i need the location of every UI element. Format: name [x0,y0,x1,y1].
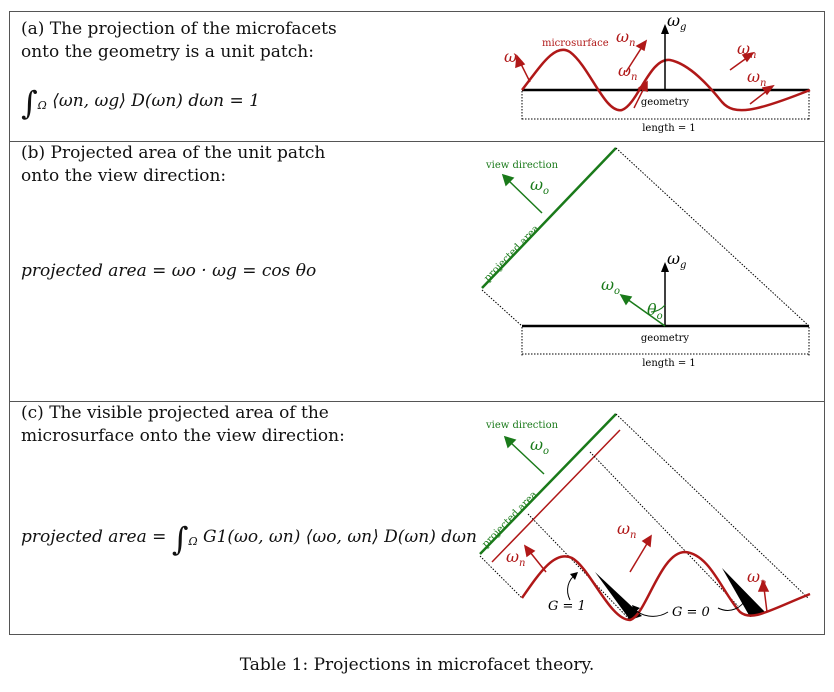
row-c-equation-prefix: projected area = [21,527,167,547]
row-b-omega-o-top: ωo [530,175,549,197]
row-a-length-label: length = 1 [642,123,696,134]
row-b-theta-o: θo [647,300,663,322]
row-c-g1-label: G = 1 [548,599,586,614]
row-a-title-line1: (a) The projection of the microfacets [21,19,337,39]
row-b-projected-area-line [481,147,617,289]
row-c-view-direction-label: view direction [485,420,559,431]
row-a-omega-n-4: ωn [737,39,757,61]
row-c-g0-label: G = 0 [672,605,710,620]
row-c-visible-projection-line [491,429,621,563]
row-b-diagram: projected area view direction ωo geometr… [481,147,810,369]
row-b-projected-area-label: projected area [482,223,541,284]
row-a-omega-g: ωg [667,11,686,33]
row-a-omega-n-1: ωn [504,47,524,69]
row-c-projected-area-label: projected area [480,489,539,550]
row-a-microsurface-label: microsurface [542,38,609,49]
row-b: (b) Projected area of the unit patch ont… [10,142,824,402]
row-b-view-direction-label: view direction [485,160,559,171]
row-a-equation-text: ⟨ωn, ωg⟩ D(ωn) dωn = 1 [52,91,260,111]
row-a-omega-n-3: ωn [618,61,638,83]
row-b-title-line1: (b) Projected area of the unit patch [21,143,326,163]
row-c-omega-n-2: ωn [617,519,637,541]
row-c: (c) The visible projected area of the mi… [10,402,824,636]
row-b-equation: projected area = ωo · ωg = cos θo [21,261,317,281]
row-b-geometry-label: geometry [641,333,690,344]
row-c-equation-text: G1(ωo, ωn) ⟨ωo, ωn⟩ D(ωn) dωn [203,527,477,547]
row-a-geometry-label: geometry [641,97,690,108]
row-c-omega-o: ωo [530,435,549,457]
row-c-title-line2: microsurface onto the view direction: [21,426,345,446]
row-b-title-line2: onto the view direction: [21,166,227,186]
row-a-microsurface [521,48,811,112]
row-a: (a) The projection of the microfacets on… [10,11,824,142]
projection-table: (a) The projection of the microfacets on… [9,11,825,635]
row-c-microsurface [520,550,811,622]
row-b-omega-o: ωo [601,275,620,297]
row-a-diagram: length = 1 geometry microsurface ωg ωn ω… [504,11,811,134]
row-a-omega-n-2: ωn [616,27,636,49]
table-caption: Table 1: Projections in microfacet theor… [239,655,595,675]
row-c-omega-n-3: ωn [747,567,767,589]
row-a-title-line2: onto the geometry is a unit patch: [21,42,314,62]
row-b-omega-g: ωg [667,249,686,271]
row-a-omega-n-5: ωn [747,67,767,89]
row-c-title-line1: (c) The visible projected area of the [21,403,329,423]
row-b-length-label: length = 1 [642,358,696,369]
row-a-equation: ∫Ω ⟨ωn, ωg⟩ D(ωn) dωn = 1 [21,84,260,122]
row-c-projected-area-line [479,413,617,555]
row-c-diagram: view direction ωo projected area [479,413,811,622]
row-c-omega-n-1: ωn [506,547,526,569]
row-c-equation: projected area = ∫Ω G1(ωo, ωn) ⟨ωo, ωn⟩ … [21,520,477,558]
